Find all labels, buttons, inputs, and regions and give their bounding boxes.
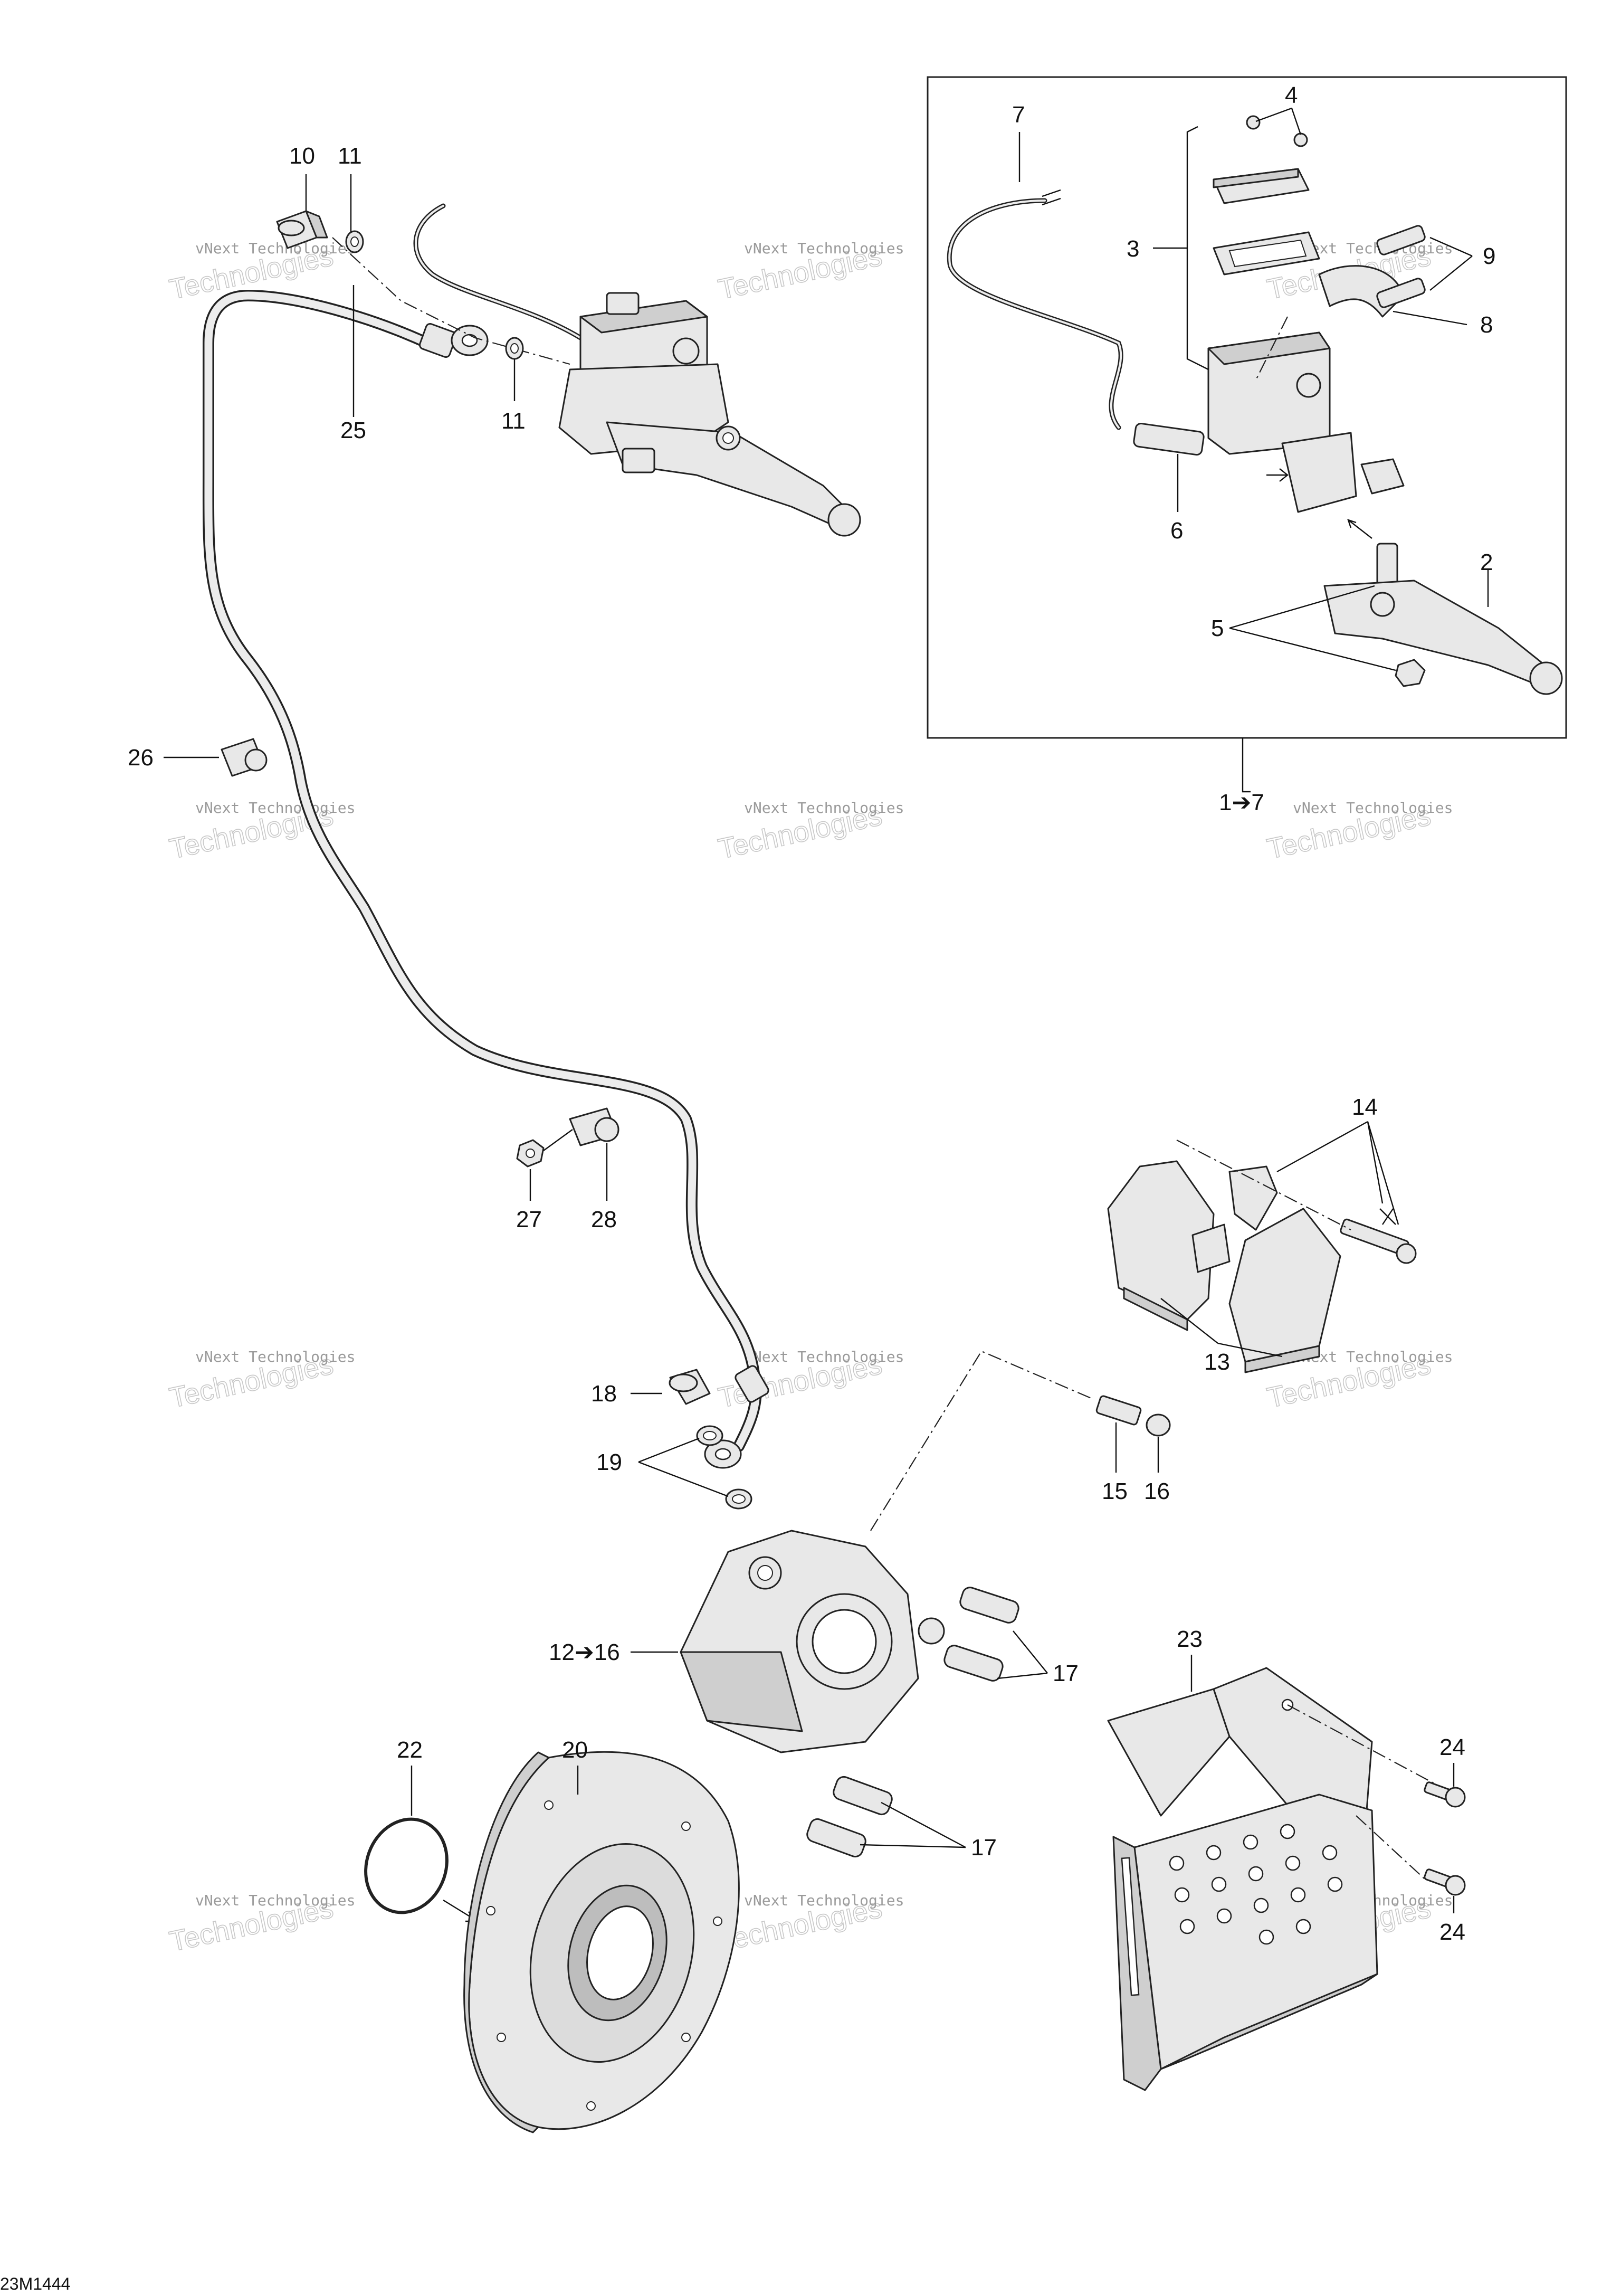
- guard-bolt-24-upper: [1424, 1781, 1466, 1808]
- callout-4: 4: [1285, 82, 1298, 108]
- banjo-bolt-18: [669, 1369, 711, 1405]
- watermark: Technologies vNext Technologies: [166, 1348, 355, 1415]
- svg-text:vNext Technologies: vNext Technologies: [744, 1348, 904, 1365]
- callout-18: 18: [591, 1381, 617, 1407]
- master-cylinder-assembled: [332, 203, 861, 537]
- callout-10: 10: [289, 143, 315, 169]
- callout-12-to-16: 12➔16: [549, 1639, 620, 1665]
- drawing-code: 23M1444: [0, 2274, 70, 2293]
- watermark: Technologies vNext Technologies: [715, 1892, 904, 1958]
- svg-text:vNext Technologies: vNext Technologies: [195, 1348, 355, 1365]
- washer-11-top: [345, 230, 364, 253]
- bleeder-guide: [870, 1350, 1093, 1531]
- svg-text:vNext Technologies: vNext Technologies: [195, 240, 355, 257]
- brake-hose-25: [202, 290, 769, 1469]
- callout-17-lower: 17: [971, 1835, 997, 1861]
- svg-text:vNext Technologies: vNext Technologies: [195, 1892, 355, 1909]
- callout-24-lower: 24: [1439, 1919, 1465, 1945]
- callout-15: 15: [1102, 1478, 1128, 1504]
- guard-bolt-24-lower: [1424, 1868, 1466, 1896]
- brake-disc-20: [463, 1751, 740, 2133]
- brake-caliper: [680, 1530, 945, 1753]
- brake-pads-13: [1107, 1160, 1341, 1373]
- callout-5: 5: [1211, 615, 1224, 641]
- callout-11-lower: 11: [501, 408, 526, 434]
- banjo-bolt-10: [276, 210, 328, 249]
- callout-11-top: 11: [338, 143, 362, 169]
- watermark: Technologies vNext Technologies: [715, 799, 904, 866]
- caliper-bolts-17-lower: [806, 1776, 893, 1858]
- inset-master-cylinder-kit: [927, 76, 1567, 739]
- callout-22: 22: [397, 1737, 423, 1763]
- o-ring-22: [364, 1817, 479, 1922]
- nut-27: [516, 1139, 545, 1168]
- callout-23: 23: [1177, 1626, 1203, 1652]
- callout-3: 3: [1127, 236, 1139, 262]
- callout-14: 14: [1352, 1094, 1378, 1120]
- svg-text:vNext Technologies: vNext Technologies: [744, 799, 904, 817]
- callout-19: 19: [596, 1449, 622, 1475]
- callout-8: 8: [1480, 312, 1493, 338]
- callout-28: 28: [591, 1207, 617, 1232]
- hose-clamp-28: [543, 1107, 619, 1151]
- callout-13: 13: [1204, 1349, 1230, 1375]
- bleeder-15: [1095, 1395, 1142, 1426]
- pad-pin-14: [1176, 1140, 1417, 1264]
- callout-2: 2: [1480, 549, 1493, 575]
- svg-text:vNext Technologies: vNext Technologies: [1293, 240, 1453, 257]
- callout-16: 16: [1144, 1478, 1170, 1504]
- callout-24-upper: 24: [1439, 1734, 1465, 1760]
- callout-9: 9: [1483, 243, 1495, 269]
- svg-text:vNext Technologies: vNext Technologies: [1293, 799, 1453, 817]
- callout-6: 6: [1170, 518, 1183, 544]
- washers-19: [696, 1425, 752, 1510]
- bleeder-cap-16: [1146, 1413, 1171, 1437]
- svg-text:vNext Technologies: vNext Technologies: [195, 799, 355, 817]
- svg-text:vNext Technologies: vNext Technologies: [744, 240, 904, 257]
- watermark: Technologies vNext Technologies: [1264, 799, 1453, 866]
- watermark: Technologies vNext Technologies: [166, 1892, 355, 1958]
- leader-lines: [164, 107, 1489, 1913]
- inset-frame: [927, 76, 1567, 739]
- callout-27: 27: [516, 1207, 542, 1232]
- callout-26: 26: [128, 745, 154, 771]
- washer-11-lower: [505, 337, 524, 360]
- callout-20: 20: [562, 1737, 588, 1763]
- watermark: Technologies vNext Technologies: [715, 240, 904, 306]
- callout-labels: 10 11 11 25 26 27 28 7 4 3 9 8 6 2 5 1➔7…: [128, 82, 1495, 1945]
- callout-25: 25: [340, 418, 366, 443]
- svg-text:vNext Technologies: vNext Technologies: [744, 1892, 904, 1909]
- caliper-bolts-17-upper: [943, 1587, 1019, 1682]
- brake-guard-23: [1107, 1667, 1436, 2091]
- callout-7: 7: [1012, 102, 1025, 128]
- callout-1-to-7: 1➔7: [1219, 790, 1264, 815]
- callout-17-upper: 17: [1053, 1661, 1079, 1686]
- hose-clamp-26: [221, 738, 268, 777]
